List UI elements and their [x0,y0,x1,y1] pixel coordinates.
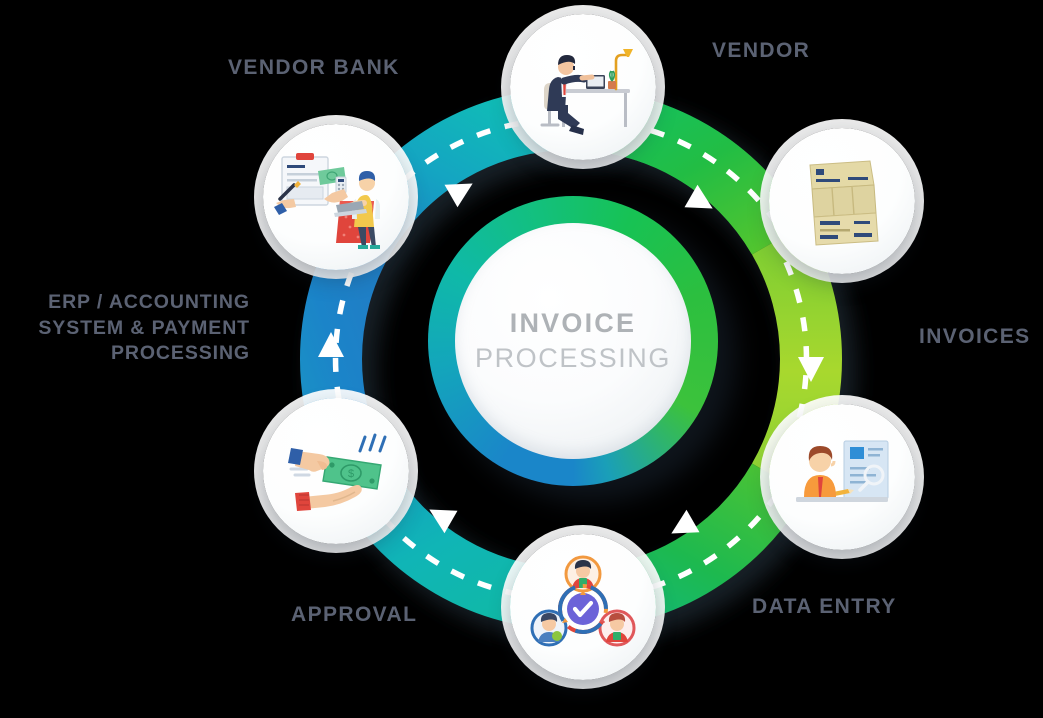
label-erp-payment: ERP / ACCOUNTING SYSTEM & PAYMENT PROCES… [38,291,250,365]
center-title: INVOICE PROCESSING [455,223,691,459]
arrow-icon [684,184,713,209]
flow-arrowheads [318,183,824,534]
label-approval: APPROVAL [291,603,418,626]
label-vendor: VENDOR [712,39,811,62]
node-approval[interactable] [510,534,656,680]
center-title-line1: INVOICE [509,308,637,338]
node-erp-payment[interactable]: $ [263,398,409,544]
svg-text:$: $ [348,468,354,480]
center-title-line2: PROCESSING [474,343,672,373]
label-invoices: INVOICES [919,325,1031,348]
label-vendor-bank: VENDOR BANK [228,56,400,79]
businessman-at-desk-icon [540,49,633,135]
arrow-icon [671,509,700,534]
arrow-icon [444,183,473,208]
cash-handover-icon: $ [288,433,387,511]
center-inner-disc [455,223,691,459]
node-invoices[interactable] [769,128,915,274]
invoice-documents-icon [809,160,879,246]
data-entry-person-icon [796,440,889,502]
label-data-entry: DATA ENTRY [752,595,897,618]
bank-clipboard-icon [274,153,380,249]
approval-checkmark-users-icon [530,555,636,647]
arrow-icon [798,357,824,382]
node-vendor[interactable] [510,14,656,160]
arrow-icon [429,509,458,534]
node-vendor-bank[interactable] [263,124,409,270]
node-data-entry[interactable] [769,404,915,550]
arrow-icon [318,332,344,357]
